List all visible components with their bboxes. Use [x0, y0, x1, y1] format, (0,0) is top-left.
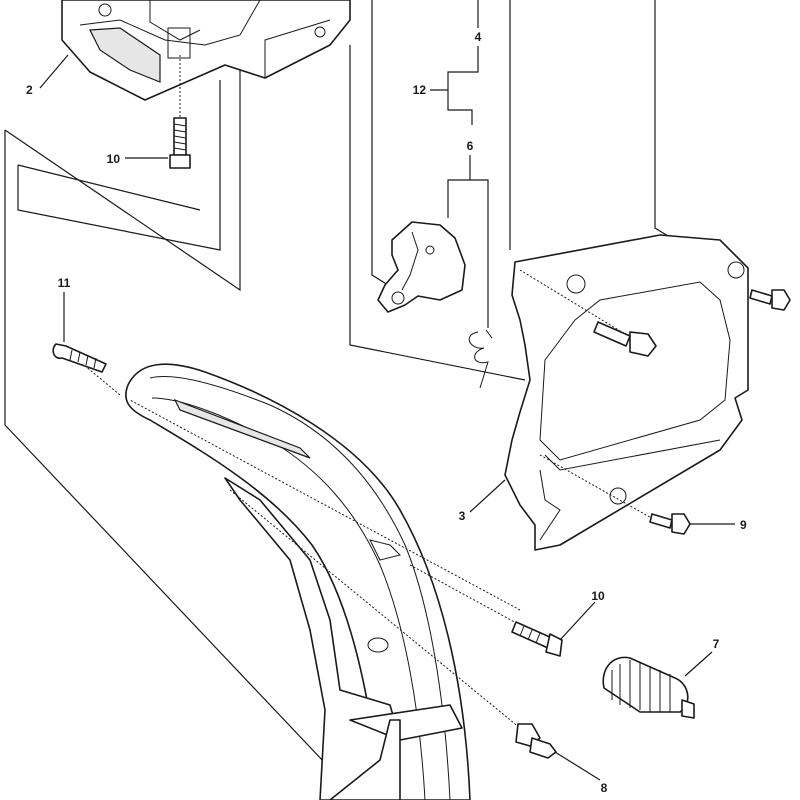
callout-leaders	[39, 0, 735, 781]
callout-3: 3	[459, 509, 466, 523]
bolt-8	[229, 489, 557, 759]
boundary-lines	[4, 0, 669, 800]
callout-2: 2	[26, 83, 33, 97]
screw-10-bottom	[409, 564, 563, 657]
spring-clip-part	[468, 329, 493, 389]
callout-6: 6	[467, 139, 474, 153]
front-handle-bar-part	[125, 363, 471, 800]
top-housing-part	[61, 0, 351, 101]
spring-damper-part	[602, 656, 695, 719]
screw-10-top	[169, 55, 191, 169]
handle-housing-part	[504, 234, 749, 551]
callout-9: 9	[740, 518, 747, 532]
callout-8: 8	[601, 781, 608, 795]
callout-10-top: 10	[107, 152, 121, 166]
screw-11	[52, 343, 521, 611]
screw-9	[539, 454, 691, 535]
callout-7: 7	[713, 637, 720, 651]
callout-4: 4	[475, 30, 482, 44]
screw-housing-right	[749, 289, 791, 311]
trigger-lever-part	[377, 221, 466, 313]
callout-11: 11	[58, 276, 71, 290]
screw-housing-upper	[519, 269, 657, 357]
callout-labels: 2 4 12 6 10 11 3 9 10 7 8	[26, 30, 747, 795]
callout-10-bottom: 10	[591, 589, 605, 603]
callout-12: 12	[413, 83, 427, 97]
